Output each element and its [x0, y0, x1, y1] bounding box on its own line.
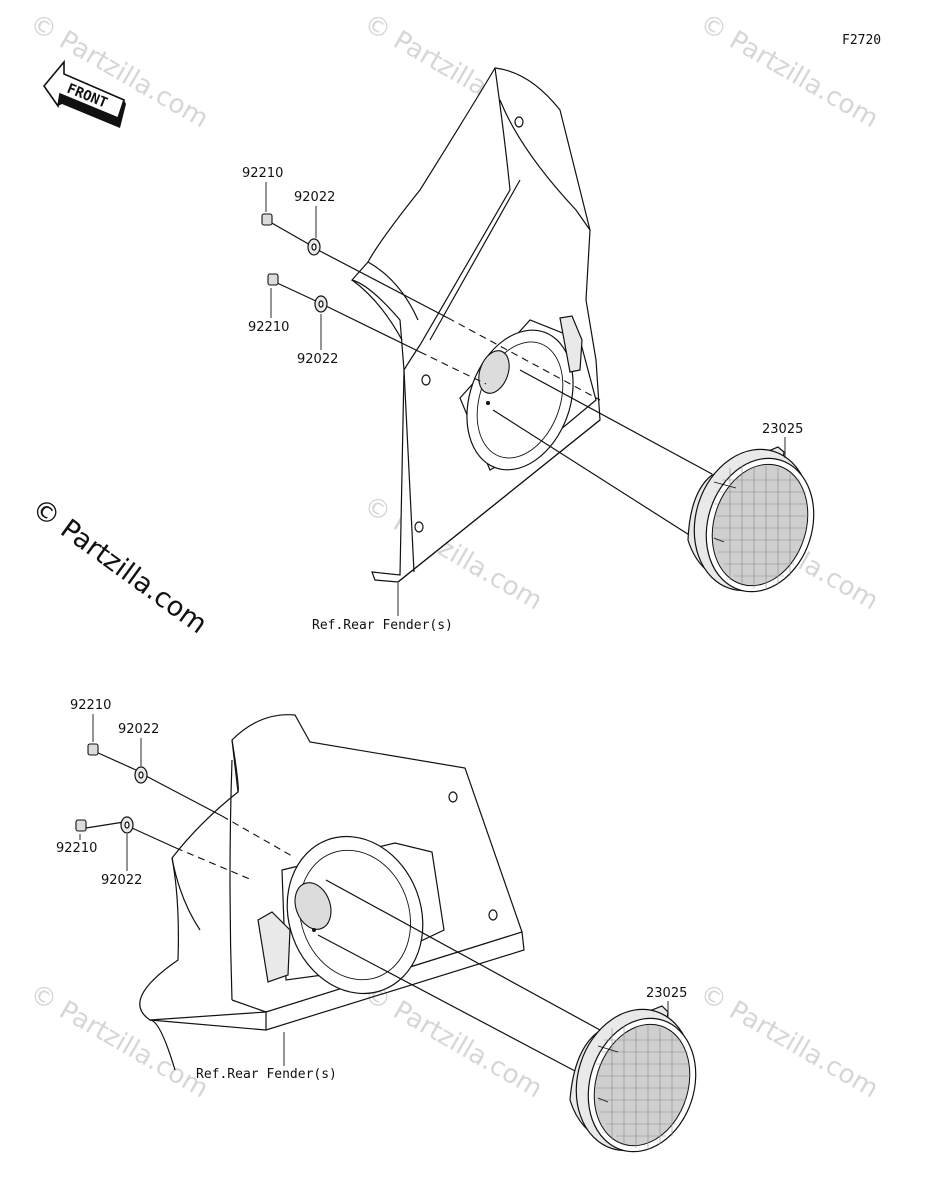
- lower-filter-cover[interactable]: [558, 994, 712, 1166]
- watermark-text: © Partzilla.com: [695, 8, 884, 134]
- upper-nut-2-icon[interactable]: [267, 273, 279, 286]
- upper-assembly: 92210 92022 92210 92022 23025 Ref.Rear F…: [242, 67, 830, 633]
- lower-part-92210-a[interactable]: 92210: [70, 698, 111, 713]
- upper-part-23025[interactable]: 23025: [762, 422, 803, 437]
- upper-part-92210-b[interactable]: 92210: [248, 320, 289, 335]
- lower-rear-fender-panel: [139, 714, 525, 1071]
- lower-part-23025[interactable]: 23025: [646, 986, 687, 1001]
- front-arrow-icon: FRONT: [42, 59, 126, 128]
- lower-washer-2-icon[interactable]: [120, 816, 134, 834]
- upper-nut-1-icon[interactable]: [261, 213, 273, 226]
- upper-rear-fender-panel: [350, 67, 601, 583]
- lower-washer-1-icon[interactable]: [134, 766, 148, 784]
- upper-part-92022-a[interactable]: 92022: [294, 190, 335, 205]
- lower-assembly: 92210 92022 92210 92022 23025 Ref.Rear F…: [56, 698, 712, 1166]
- upper-washer-1-icon[interactable]: [307, 238, 321, 256]
- figure-code: F2720: [842, 33, 881, 48]
- upper-ref-rear-fender: Ref.Rear Fender(s): [312, 618, 453, 633]
- lower-part-92022-b[interactable]: 92022: [101, 873, 142, 888]
- lower-nut-2-icon[interactable]: [75, 819, 87, 832]
- lower-part-92210-b[interactable]: 92210: [56, 841, 97, 856]
- watermark-text: © Partzilla.com: [695, 978, 884, 1104]
- lower-nut-1-icon[interactable]: [87, 743, 99, 756]
- upper-part-92210-a[interactable]: 92210: [242, 166, 283, 181]
- side-watermark: © Partzilla.com: [26, 493, 213, 641]
- upper-washer-2-icon[interactable]: [314, 295, 328, 313]
- upper-part-92022-b[interactable]: 92022: [297, 352, 338, 367]
- lower-part-92022-a[interactable]: 92022: [118, 722, 159, 737]
- upper-filter-cover[interactable]: [676, 434, 830, 606]
- lower-ref-rear-fender: Ref.Rear Fender(s): [196, 1067, 337, 1082]
